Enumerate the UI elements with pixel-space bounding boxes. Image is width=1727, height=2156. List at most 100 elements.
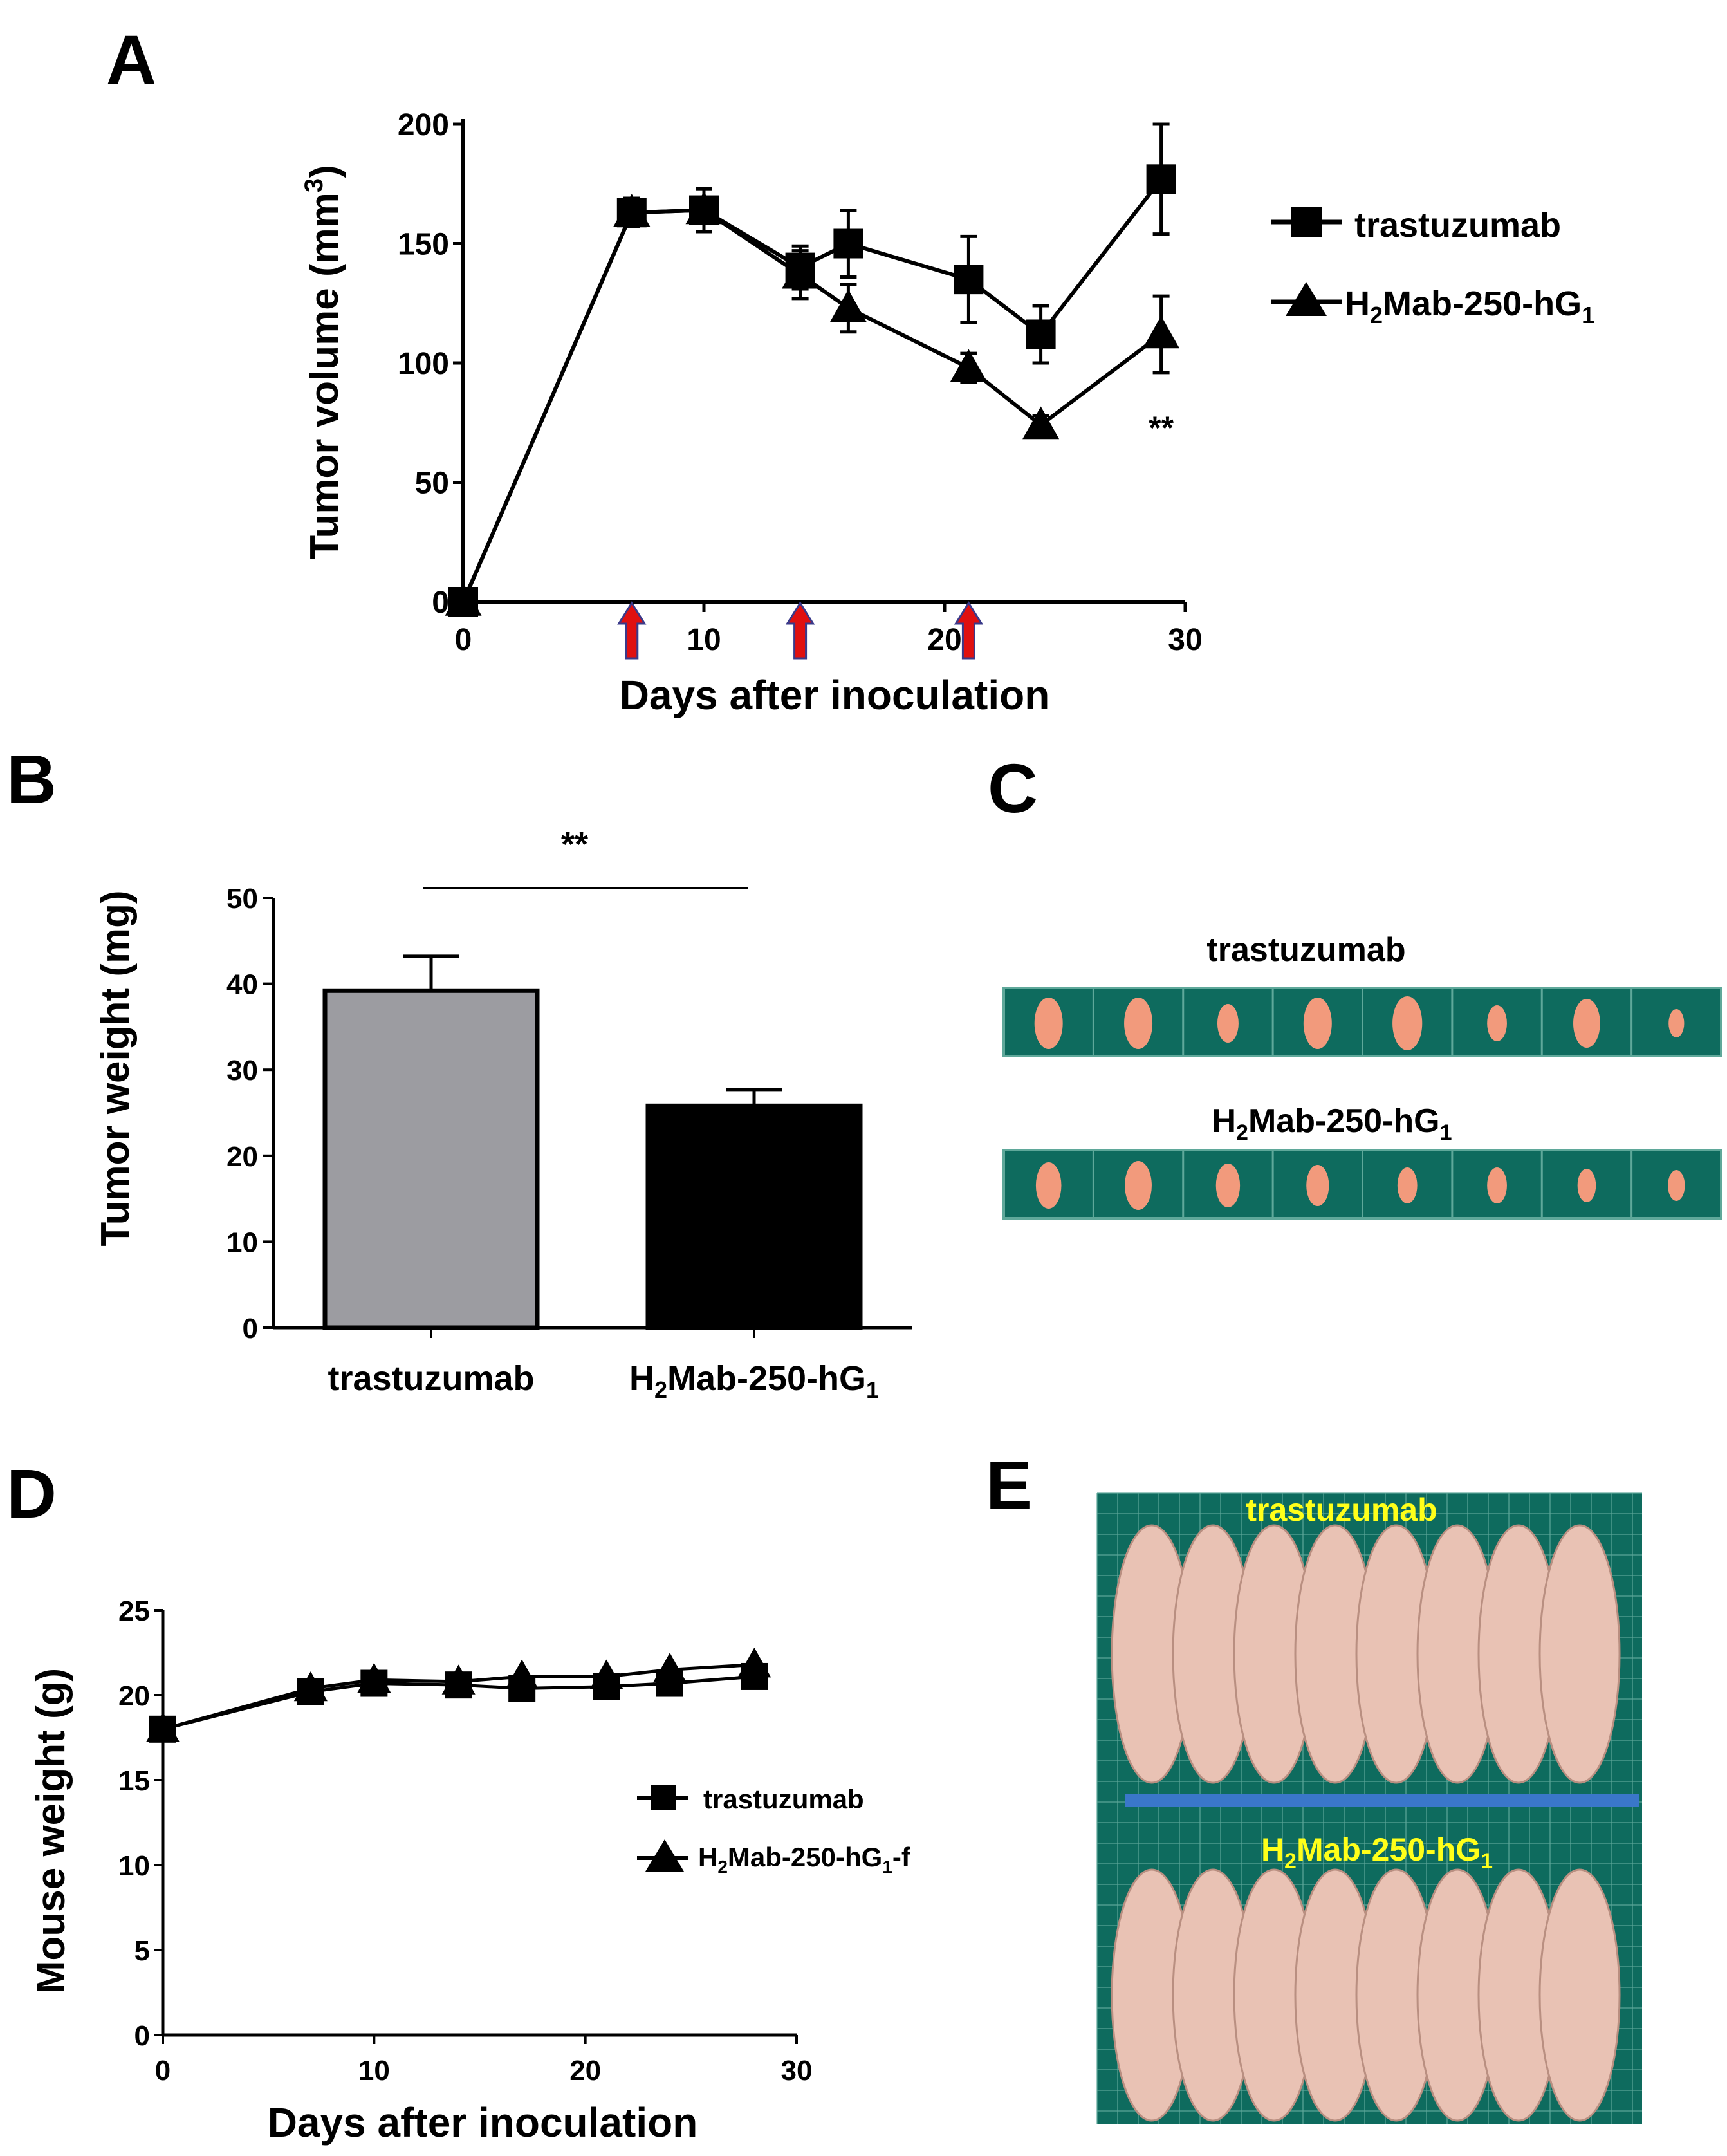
tumor <box>1306 1165 1329 1206</box>
mouse-photo-bottom-label: H2Mab-250-hG1 <box>1261 1832 1493 1873</box>
tumor-photo-bottom-h: H <box>1212 1102 1236 1140</box>
tumor-photo: trastuzumab H2Mab-250-hG1 <box>1002 931 1722 1220</box>
series-line-trastuzumab <box>461 178 1163 603</box>
panel-label-e: E <box>986 1446 1032 1524</box>
chart-a-ytick-label: 50 <box>415 467 449 501</box>
bar-h2mab <box>645 1103 863 1330</box>
data-point-square <box>1026 319 1056 349</box>
mouse-photo-ruler <box>1125 1794 1639 1807</box>
data-point-square <box>833 228 864 259</box>
chart-b-ytick-label: 40 <box>226 969 258 1001</box>
panel-label-a: A <box>106 21 156 98</box>
chart-b-xtick-mid: Mab-250-hG <box>667 1359 866 1398</box>
chart-a-xtick-label: 0 <box>455 623 472 657</box>
chart-d-xtick-label: 20 <box>569 2055 601 2086</box>
bar-trastuzumab <box>322 988 540 1330</box>
chart-d-ytick-label: 0 <box>134 2020 150 2052</box>
panel-label-b: B <box>6 740 57 818</box>
chart-a-annotation: ** <box>1149 410 1174 446</box>
tumor <box>1577 1169 1596 1202</box>
tumor <box>1035 1162 1062 1209</box>
chart-d-xtick-label: 10 <box>358 2055 390 2086</box>
legend-d-label-2: H2Mab-250-hG1-f <box>698 1842 911 1877</box>
chart-a-xtick-label: 10 <box>687 623 721 657</box>
legend-d-label-2-sub2: 1 <box>882 1857 892 1877</box>
chart-a-xtick-label: 30 <box>1168 623 1202 657</box>
chart-d-ytick-label: 15 <box>118 1765 150 1797</box>
chart-b-xtick-h: H <box>629 1359 654 1398</box>
injection-arrow <box>617 601 647 660</box>
chart-d-xtick-label: 30 <box>781 2055 813 2086</box>
chart-a-ylabel-close: ) <box>302 165 347 178</box>
chart-b-xtick-sub: 2 <box>654 1377 667 1403</box>
mouse-photo-bottom-sub2: 1 <box>1481 1849 1493 1873</box>
chart-b: Tumor weight (mg) trastuzumab H2Mab-250-… <box>93 825 912 1403</box>
data-point-triangle <box>1143 315 1180 349</box>
panel-label-c: C <box>988 749 1038 827</box>
chart-a-xlabel: Days after inoculation <box>620 672 1050 718</box>
tumor <box>1668 1170 1685 1201</box>
tumor <box>1668 1009 1685 1037</box>
tumor <box>1215 1164 1241 1207</box>
tumor-photo-bottom-sub: 2 <box>1236 1120 1248 1145</box>
tumor <box>1397 1167 1418 1203</box>
tumor-photo-top-label: trastuzumab <box>1206 931 1405 969</box>
chart-d-ytick-label: 25 <box>118 1595 150 1627</box>
chart-b-xtick-h2mab: H2Mab-250-hG1 <box>629 1359 879 1403</box>
legend-a-square-marker <box>1291 207 1322 237</box>
legend-d-label-1: trastuzumab <box>703 1784 864 1814</box>
chart-a-ylabel: Tumor volume (mm3) <box>300 165 347 560</box>
legend-a-label-1: trastuzumab <box>1354 206 1561 245</box>
chart-b-ytick-label: 30 <box>226 1055 258 1086</box>
chart-d: Mouse weight (g) Days after inoculation … <box>29 1595 911 2146</box>
data-point-triangle <box>950 349 987 382</box>
data-point-square <box>954 265 984 295</box>
chart-d-legend: trastuzumab H2Mab-250-hG1-f <box>637 1784 911 1877</box>
tumor <box>1487 1167 1507 1203</box>
chart-a-legend: trastuzumab H2Mab-250-hG1 <box>1271 206 1594 328</box>
data-point-triangle <box>145 1712 180 1742</box>
tumor-photo-bottom-mid: Mab-250-hG <box>1248 1102 1440 1140</box>
legend-d-label-2-suffix: -f <box>892 1842 911 1872</box>
chart-d-xlabel: Days after inoculation <box>268 2099 698 2146</box>
chart-b-ytick-label: 20 <box>226 1141 258 1173</box>
injection-arrow <box>785 601 815 660</box>
chart-a-ytick-label: 100 <box>398 347 449 381</box>
tumor-photo-bottom-label: H2Mab-250-hG1 <box>1212 1102 1452 1145</box>
data-point-triangle <box>505 1659 539 1689</box>
data-point-square <box>1146 164 1176 194</box>
chart-a-ytick-label: 150 <box>398 228 449 262</box>
tumor <box>1217 1004 1239 1043</box>
chart-b-xtick-trastuzumab: trastuzumab <box>328 1359 534 1398</box>
mouse-photo-bottom-mid: Mab-250-hG <box>1297 1832 1481 1868</box>
chart-b-xtick-sub2: 1 <box>866 1377 879 1403</box>
legend-a-label-2: H2Mab-250-hG1 <box>1345 284 1594 328</box>
chart-a-xtick-label: 20 <box>927 623 961 657</box>
tumor <box>1573 999 1600 1048</box>
legend-d-label-2-mid: Mab-250-hG <box>728 1842 882 1872</box>
mouse <box>1538 1524 1621 1784</box>
chart-d-xtick-label: 0 <box>155 2055 171 2086</box>
chart-b-ytick-label: 10 <box>226 1227 258 1258</box>
legend-a-label-2-sub: 2 <box>1370 302 1383 328</box>
chart-a-ytick-label: 200 <box>398 108 449 142</box>
mouse <box>1538 1868 1621 2122</box>
legend-d-square-marker <box>651 1785 676 1810</box>
tumor-photo-bottom-sub2: 1 <box>1440 1120 1452 1145</box>
data-point-triangle <box>441 1664 476 1695</box>
mouse-photo-top-label: trastuzumab <box>1246 1492 1437 1528</box>
legend-a-label-2-mid: Mab-250-hG <box>1383 284 1582 323</box>
series-line-h2mab <box>461 208 1163 603</box>
chart-a-ylabel-main: Tumor volume (mm <box>302 192 347 560</box>
chart-b-ylabel: Tumor weight (mg) <box>93 890 138 1246</box>
mouse-photo-bottom-h: H <box>1261 1832 1284 1868</box>
chart-d-ytick-label: 10 <box>118 1850 150 1882</box>
tumor <box>1487 1005 1507 1041</box>
tumor <box>1034 998 1063 1049</box>
data-point-triangle <box>445 583 482 616</box>
data-point-triangle <box>685 191 723 225</box>
chart-b-significance: ** <box>561 825 588 864</box>
chart-b-ytick-label: 50 <box>226 883 258 915</box>
tumor <box>1303 998 1332 1049</box>
